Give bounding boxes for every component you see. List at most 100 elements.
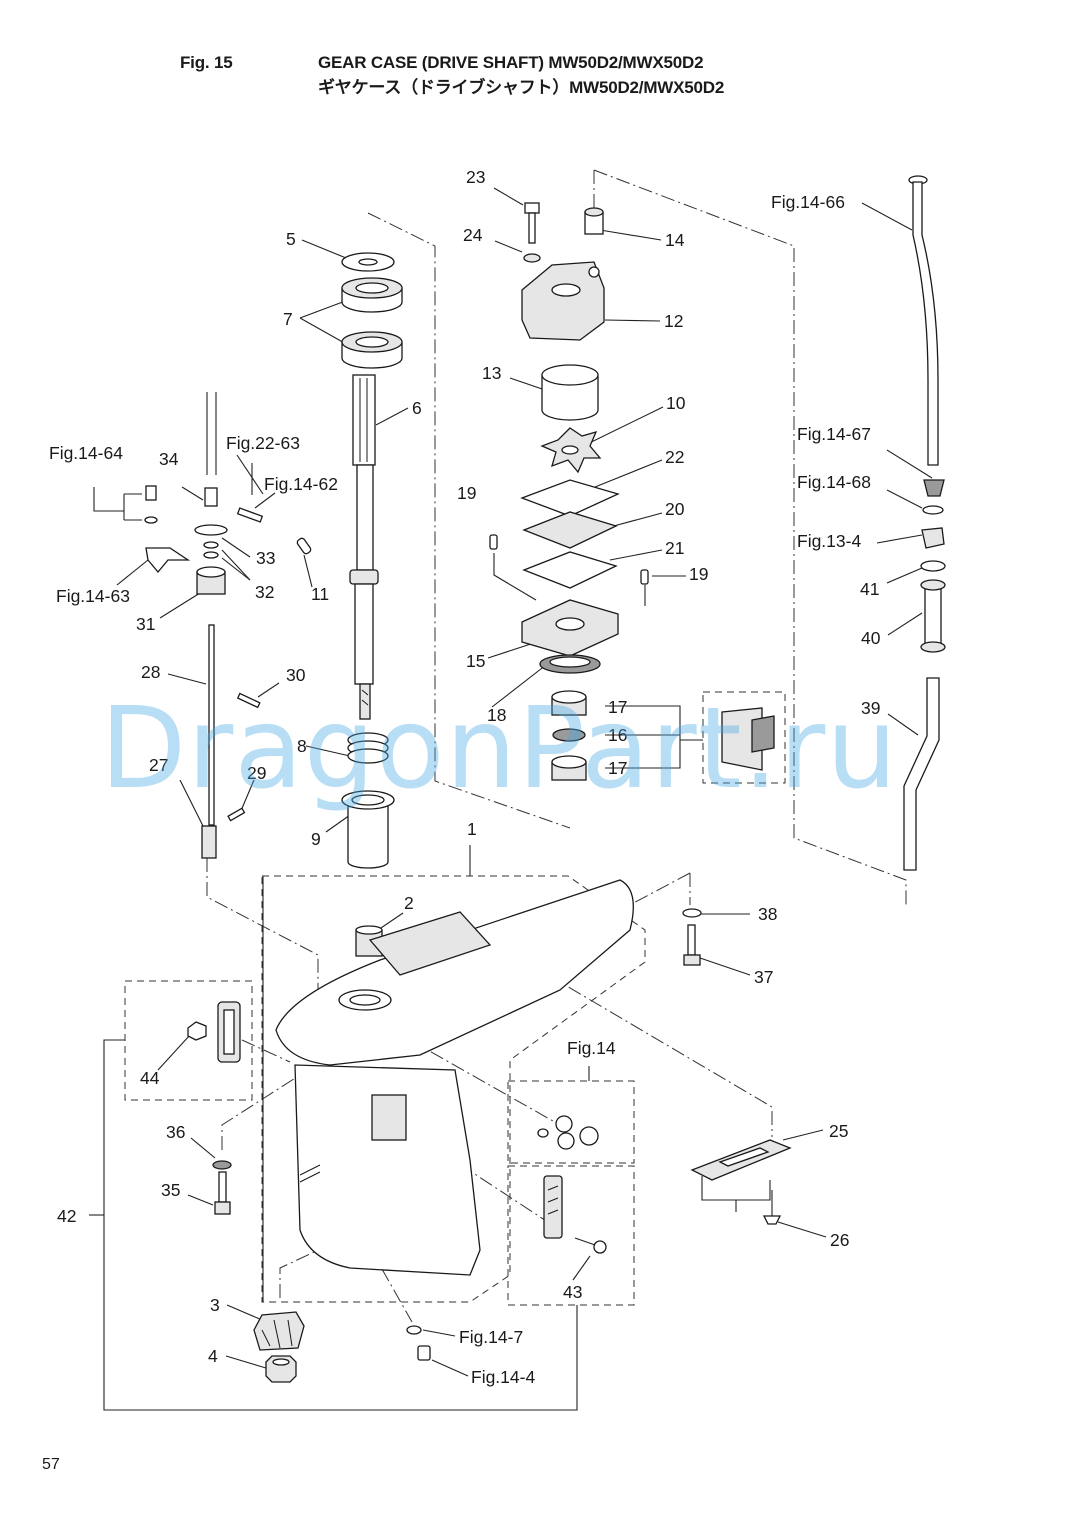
ref-fig14: Fig.14	[567, 1038, 616, 1058]
grommet-fig14-67	[923, 479, 945, 497]
washer-5	[341, 252, 395, 272]
ref-fig14-67: Fig.14-67	[797, 424, 871, 444]
callout-10: 10	[666, 393, 686, 413]
callout-43: 43	[563, 1282, 582, 1302]
water-tube-fig14-66	[908, 175, 939, 466]
gasket-21	[522, 551, 618, 589]
callout-25: 25	[829, 1121, 848, 1141]
o-ring-33	[194, 524, 228, 536]
washer-38	[682, 908, 702, 918]
callout-21: 21	[665, 538, 684, 558]
insert-cartridge-13	[541, 364, 599, 421]
group-brackets	[89, 487, 771, 1411]
callout-8: 8	[297, 736, 307, 756]
ref-fig14-63: Fig.14-63	[56, 586, 130, 606]
seal-18	[539, 654, 601, 674]
callout-20: 20	[665, 499, 685, 519]
pinion-gear-3	[253, 1311, 305, 1351]
bearing-2	[355, 925, 383, 957]
callout-13: 13	[482, 363, 501, 383]
callout-32: 32	[255, 582, 274, 602]
callout-40: 40	[861, 628, 881, 648]
ref-fig14-64: Fig.14-64	[49, 443, 123, 463]
callout-41: 41	[860, 579, 879, 599]
bearing-7-upper	[341, 277, 403, 313]
shift-rod-28	[208, 624, 215, 826]
screws-fig14	[537, 1115, 599, 1150]
callout-36: 36	[166, 1122, 185, 1142]
ref-fig14-66: Fig.14-66	[771, 192, 845, 212]
nut-4	[265, 1355, 297, 1383]
leader-lines	[116, 187, 933, 1377]
boot-31	[196, 566, 226, 595]
plate-25	[690, 1139, 792, 1181]
callout-9: 9	[311, 829, 321, 849]
ref-fig14-4: Fig.14-4	[471, 1367, 535, 1387]
screw-fig14-4	[417, 1345, 431, 1361]
callout-19-right: 19	[689, 564, 708, 584]
callout-11: 11	[311, 584, 329, 604]
bolt-35	[214, 1171, 231, 1215]
callout-18: 18	[487, 705, 506, 725]
callout-15: 15	[466, 651, 485, 671]
callout-23: 23	[466, 167, 485, 187]
pump-housing-12	[521, 261, 605, 341]
callout-17-lower: 17	[608, 758, 627, 778]
seal-fig13-4	[921, 527, 945, 549]
callout-2: 2	[404, 893, 414, 913]
callout-31: 31	[136, 614, 155, 634]
grommet-14	[584, 207, 604, 235]
dowel-pin-19-left	[489, 534, 498, 550]
callout-26: 26	[830, 1230, 849, 1250]
water-tube-39	[903, 677, 940, 871]
callout-29: 29	[247, 763, 266, 783]
screw-43	[574, 1237, 607, 1254]
callout-16: 16	[608, 725, 627, 745]
seal-41	[920, 560, 946, 572]
oil-seal-17-lower	[551, 755, 587, 781]
nut-44	[187, 1021, 207, 1041]
callout-17-upper: 17	[608, 697, 627, 717]
callout-5: 5	[286, 229, 296, 249]
ref-fig14-62: Fig.14-62	[264, 474, 338, 494]
gear-case-1	[275, 879, 634, 1276]
ref-fig22-63: Fig.22-63	[226, 433, 300, 453]
screw-fig14-64	[145, 485, 157, 501]
callout-22: 22	[665, 447, 684, 467]
o-ring-32-lower	[203, 551, 219, 559]
bolt-23	[524, 202, 540, 244]
tube-40	[920, 579, 946, 653]
callout-34: 34	[159, 449, 179, 469]
callout-38: 38	[758, 904, 777, 924]
sleeve-9	[341, 790, 395, 869]
dowel-pin-19-right	[640, 569, 649, 585]
callout-7: 7	[283, 309, 293, 329]
washer-fig14-68	[922, 505, 944, 515]
callout-33: 33	[256, 548, 275, 568]
callout-1: 1	[467, 819, 477, 839]
callout-12: 12	[664, 311, 683, 331]
shift-cam-27	[201, 825, 217, 859]
anode-44	[217, 1001, 241, 1063]
spring-8	[347, 732, 389, 764]
figure-title-ja: ギヤケース（ドライブシャフト）MW50D2/MWX50D2	[318, 78, 725, 97]
callout-30: 30	[286, 665, 306, 685]
pin-29	[227, 807, 246, 822]
collar-34	[204, 487, 218, 507]
seal-detail-view	[721, 707, 775, 771]
impeller-10	[540, 427, 602, 474]
washer-24	[523, 253, 541, 263]
lever-fig14-63	[145, 547, 191, 574]
callout-24: 24	[463, 225, 483, 245]
bolt-37	[683, 924, 701, 966]
spacer-16	[552, 728, 586, 742]
key-11	[296, 537, 312, 555]
drive-shaft-6	[349, 374, 379, 720]
assembly-guide-lines	[124, 169, 907, 1323]
callout-42: 42	[57, 1206, 76, 1226]
gasket-fig14-7	[406, 1325, 422, 1335]
callout-39: 39	[861, 698, 880, 718]
callout-37: 37	[754, 967, 773, 987]
callout-44: 44	[140, 1068, 160, 1088]
